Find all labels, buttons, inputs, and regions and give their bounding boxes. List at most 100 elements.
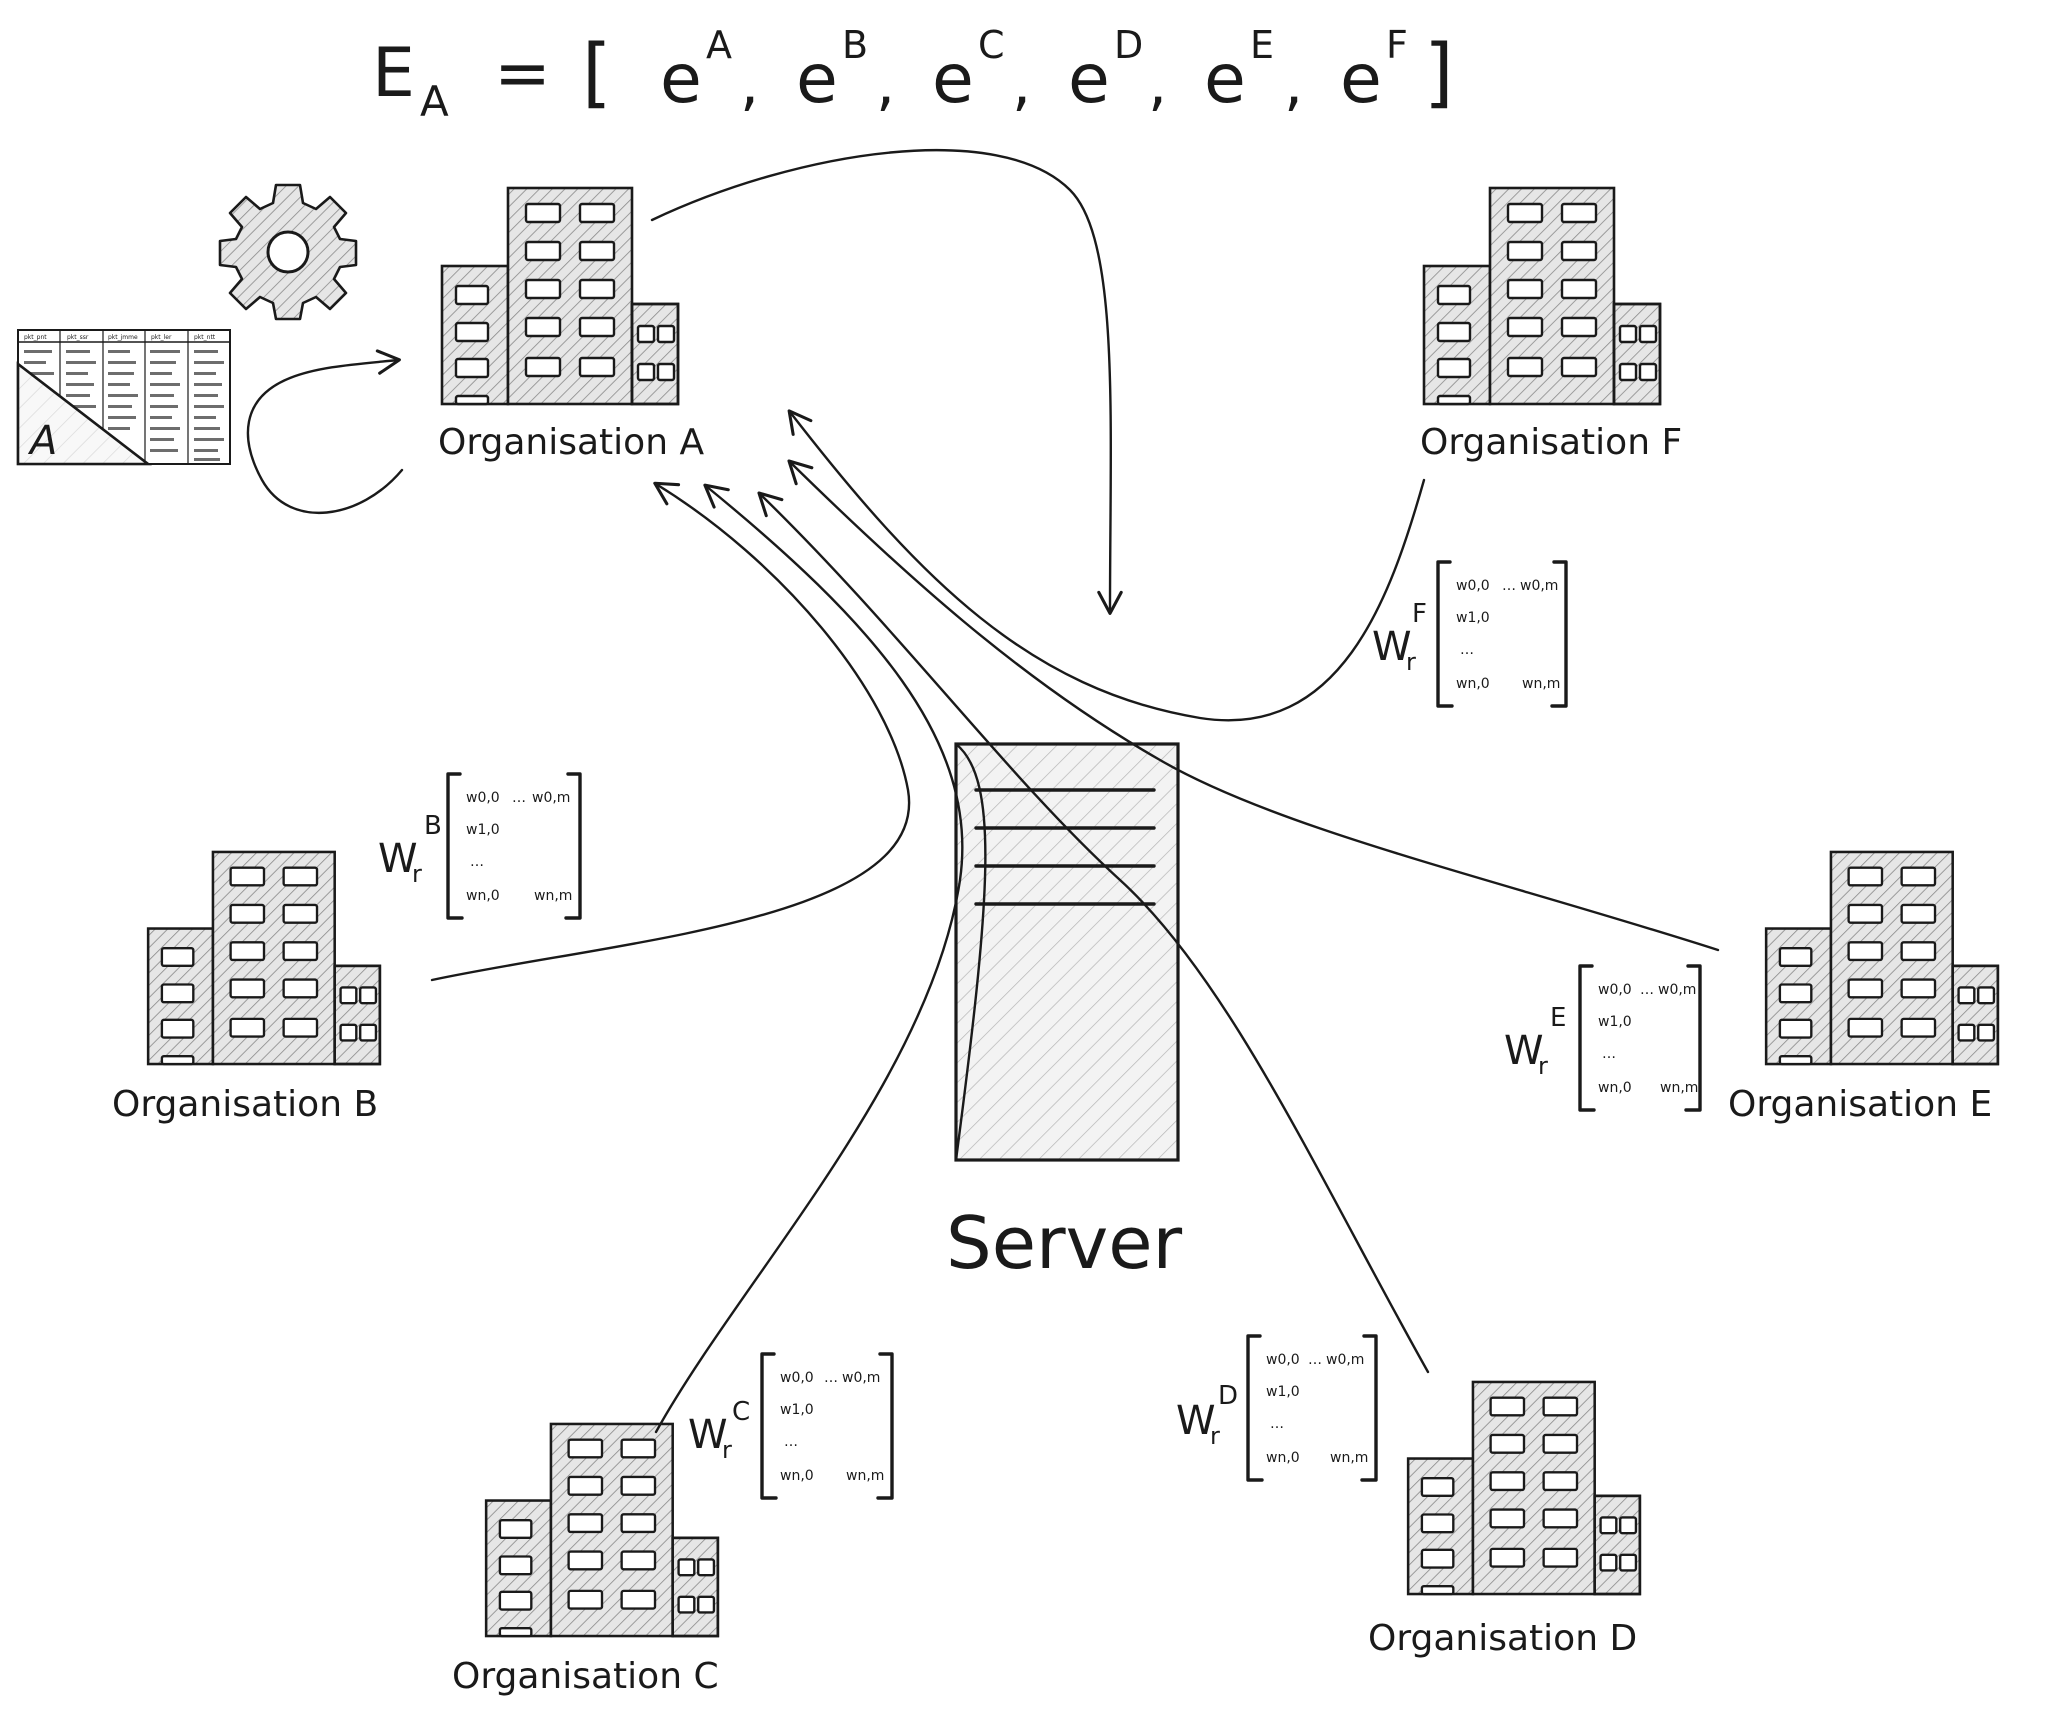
- table-header: pkt_ntt: [194, 334, 216, 341]
- matrix-cell: wn,0: [1456, 676, 1490, 692]
- table-headers: pkt_pnt pkt_ssr pkt_jmme pkt_ler pkt_ntt: [24, 334, 216, 341]
- server-label: Server: [946, 1201, 1183, 1285]
- equation-terms: e A , e B , e C , e D , e E , e F: [660, 23, 1408, 119]
- matrix-cell: …: [1602, 1046, 1616, 1062]
- table-icon: pkt_pnt pkt_ssr pkt_jmme pkt_ler pkt_ntt…: [16, 329, 231, 466]
- org-e-to-org-a-arrow: [787, 459, 1720, 952]
- table-cells: [24, 350, 224, 461]
- weight-matrix-e: W r E w0,0 … w0,m w1,0 … wn,0 wn,m: [1504, 964, 1702, 1112]
- term-base: e: [1204, 40, 1246, 119]
- org-d-to-org-a-arrow: [757, 491, 1430, 1374]
- matrix-cell: …: [1502, 578, 1516, 594]
- weight-sup: F: [1412, 599, 1427, 629]
- table-header: pkt_ssr: [67, 334, 89, 341]
- matrix-cell: w1,0: [1598, 1014, 1632, 1030]
- org-e-label: Organisation E: [1728, 1084, 1992, 1125]
- matrix-cell: w0,0: [780, 1370, 814, 1386]
- org-f-to-org-a-arrow: [787, 409, 1426, 722]
- weight-sup: C: [732, 1397, 750, 1427]
- weight-matrix-d: W r D w0,0 … w0,m w1,0 … wn,0 wn,m: [1176, 1334, 1378, 1482]
- term-base: e: [1068, 40, 1110, 119]
- weight-base: W: [378, 836, 418, 882]
- matrix-cell: w0,m: [532, 790, 570, 806]
- weight-sub: r: [412, 860, 422, 888]
- building-icon-org-c: [484, 1422, 720, 1638]
- building-icon-org-f: [1422, 186, 1662, 406]
- weight-matrix-f: W r F w0,0 … w0,m w1,0 … wn,0 wn,m: [1372, 560, 1568, 708]
- weight-sup: B: [424, 811, 442, 841]
- server-icon: [954, 742, 1180, 1162]
- term-separator: ,: [876, 49, 895, 119]
- weight-sub: r: [1406, 648, 1416, 676]
- matrix-cell: w1,0: [780, 1402, 814, 1418]
- matrix-cell: w0,m: [1658, 982, 1696, 998]
- equation: E A = [ e A , e B , e C , e D , e E , e …: [372, 23, 1454, 126]
- term-sup: C: [978, 23, 1005, 67]
- equation-close-bracket: ]: [1424, 27, 1454, 116]
- weight-matrix-b: W r B w0,0 … w0,m w1,0 … wn,0 wn,m: [378, 772, 582, 920]
- building-icon-org-d: [1406, 1380, 1642, 1596]
- equation-equals: =: [494, 34, 551, 113]
- term-base: e: [660, 40, 702, 119]
- matrix-cell: …: [1640, 982, 1654, 998]
- term-sup: F: [1386, 23, 1408, 67]
- term-separator: ,: [1012, 49, 1031, 119]
- matrix-cell: w0,m: [1326, 1352, 1364, 1368]
- matrix-cell: w0,0: [1598, 982, 1632, 998]
- matrix-cell: wn,m: [1330, 1450, 1368, 1466]
- matrix-cell: wn,m: [1522, 676, 1560, 692]
- table-header: pkt_pnt: [24, 334, 47, 341]
- matrix-cell: w1,0: [1266, 1384, 1300, 1400]
- term-separator: ,: [1148, 49, 1167, 119]
- matrix-cell: wn,0: [780, 1468, 814, 1484]
- weight-sub: r: [1538, 1052, 1548, 1080]
- weight-base: W: [1372, 624, 1412, 670]
- matrix-cell: w1,0: [466, 822, 500, 838]
- matrix-cell: w0,0: [466, 790, 500, 806]
- building-icon-org-a: [440, 186, 680, 406]
- weight-base: W: [688, 1412, 728, 1458]
- matrix-cell: …: [512, 790, 526, 806]
- gear-icon: [218, 183, 358, 321]
- table-corner-label: A: [27, 418, 57, 464]
- matrix-cell: wn,m: [534, 888, 572, 904]
- matrix-cell: …: [1460, 642, 1474, 658]
- matrix-cell: wn,m: [846, 1468, 884, 1484]
- term-base: e: [796, 40, 838, 119]
- matrix-cell: w1,0: [1456, 610, 1490, 626]
- term-base: e: [1340, 40, 1382, 119]
- matrix-cell: …: [824, 1370, 838, 1386]
- equation-open-bracket: [: [582, 27, 612, 116]
- weight-sub: r: [1210, 1422, 1220, 1450]
- table-header: pkt_jmme: [108, 334, 138, 341]
- org-b-label: Organisation B: [112, 1084, 378, 1125]
- weight-sup: E: [1550, 1003, 1566, 1033]
- matrix-cell: w0,0: [1266, 1352, 1300, 1368]
- matrix-cell: wn,0: [466, 888, 500, 904]
- weight-sup: D: [1218, 1381, 1238, 1411]
- matrix-cell: w0,m: [1520, 578, 1558, 594]
- equation-lhs: E: [372, 34, 415, 113]
- org-b-to-org-a-arrow: [430, 481, 911, 982]
- org-d-label: Organisation D: [1368, 1618, 1637, 1659]
- table-to-org-a-arrow: [246, 349, 404, 514]
- matrix-cell: …: [470, 854, 484, 870]
- matrix-cell: wn,0: [1598, 1080, 1632, 1096]
- matrix-cell: …: [1308, 1352, 1322, 1368]
- term-base: e: [932, 40, 974, 119]
- table-header: pkt_ler: [151, 334, 172, 341]
- weight-sub: r: [722, 1436, 732, 1464]
- org-c-to-org-a-arrow: [654, 483, 964, 1434]
- org-c-label: Organisation C: [452, 1656, 719, 1697]
- matrix-cell: …: [1270, 1416, 1284, 1432]
- building-icon-org-e: [1764, 850, 2000, 1066]
- term-sup: B: [842, 23, 868, 67]
- org-f-label: Organisation F: [1420, 422, 1682, 463]
- term-separator: ,: [740, 49, 759, 119]
- matrix-cell: …: [784, 1434, 798, 1450]
- org-a-to-server-arrow: [650, 148, 1123, 615]
- term-sup: A: [706, 23, 732, 67]
- matrix-cell: w0,m: [842, 1370, 880, 1386]
- connections: [430, 148, 1720, 1434]
